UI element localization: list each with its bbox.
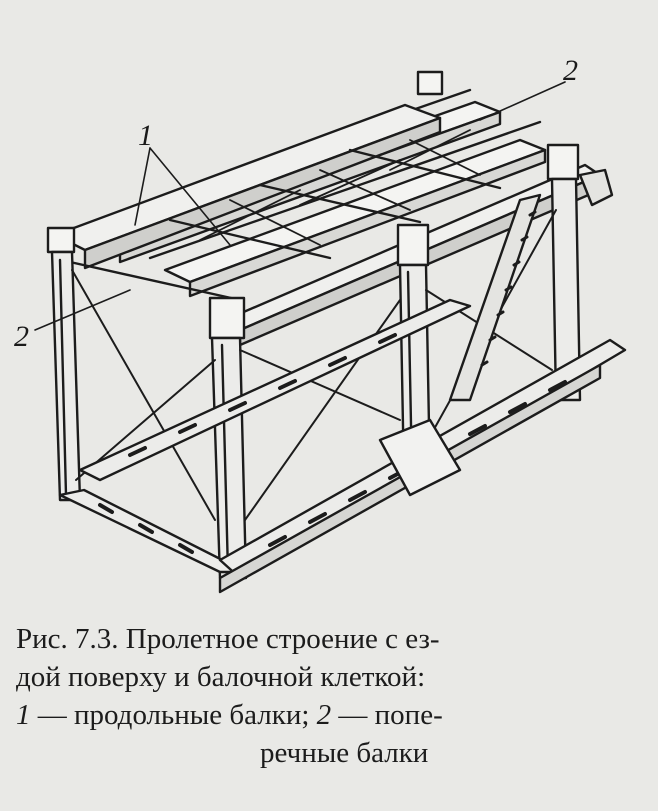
deck-bracing <box>199 129 481 246</box>
figure-caption: Рис. 7.3. Пролетное строение с ез- дой п… <box>16 620 646 772</box>
caption-line-4: речные балки <box>260 737 429 769</box>
inclined-strut <box>448 193 542 402</box>
label-longitudinal-beams: 1 <box>138 119 153 152</box>
end-bracket <box>578 168 614 207</box>
base-plate <box>378 418 462 497</box>
caption-line-2: дой поверху и балочной клеткой: <box>16 661 426 693</box>
caption-ref-2: 2 <box>316 699 332 731</box>
leader-lines <box>34 81 566 331</box>
caption-ref-1: 1 <box>16 699 31 731</box>
label-transverse-beam-top: 2 <box>563 54 578 87</box>
caption-text-1: — продольные балки; <box>30 699 317 731</box>
caption-line-1: Рис. 7.3. Пролетное строение с ез- <box>16 623 440 655</box>
bottom-chords <box>58 298 627 594</box>
bridge-span-figure: 1 2 2 <box>14 54 627 594</box>
label-transverse-beam-left: 2 <box>14 320 29 353</box>
caption-line-3: 1 — продольные балки; 2 — попе- <box>16 696 646 734</box>
caption-text-2: — попе- <box>331 699 443 731</box>
